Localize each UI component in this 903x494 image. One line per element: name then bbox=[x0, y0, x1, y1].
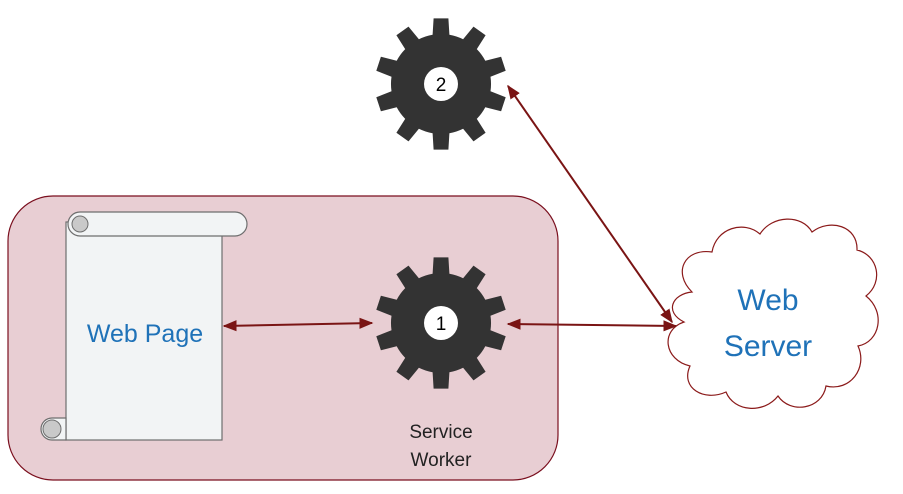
gear-1-number: 1 bbox=[436, 314, 447, 335]
web-server-label-line1: Web bbox=[737, 284, 798, 317]
gear-2-icon: 2 bbox=[376, 18, 506, 150]
gear-2-number: 2 bbox=[436, 75, 447, 96]
web-server-label-line2: Server bbox=[724, 330, 812, 363]
gear-1-icon: 1 bbox=[376, 257, 506, 389]
web-page-label: Web Page bbox=[87, 320, 203, 348]
web-page-scroll: Web Page bbox=[40, 211, 248, 441]
arrow-worker-to-server bbox=[506, 318, 678, 332]
arrow-page-to-worker bbox=[222, 317, 374, 332]
service-worker-label-line2: Worker bbox=[411, 450, 473, 471]
arrow-gear2-to-server bbox=[507, 84, 673, 324]
service-worker-label-line1: Service bbox=[409, 422, 472, 443]
web-server-cloud: Web Server bbox=[667, 218, 879, 409]
